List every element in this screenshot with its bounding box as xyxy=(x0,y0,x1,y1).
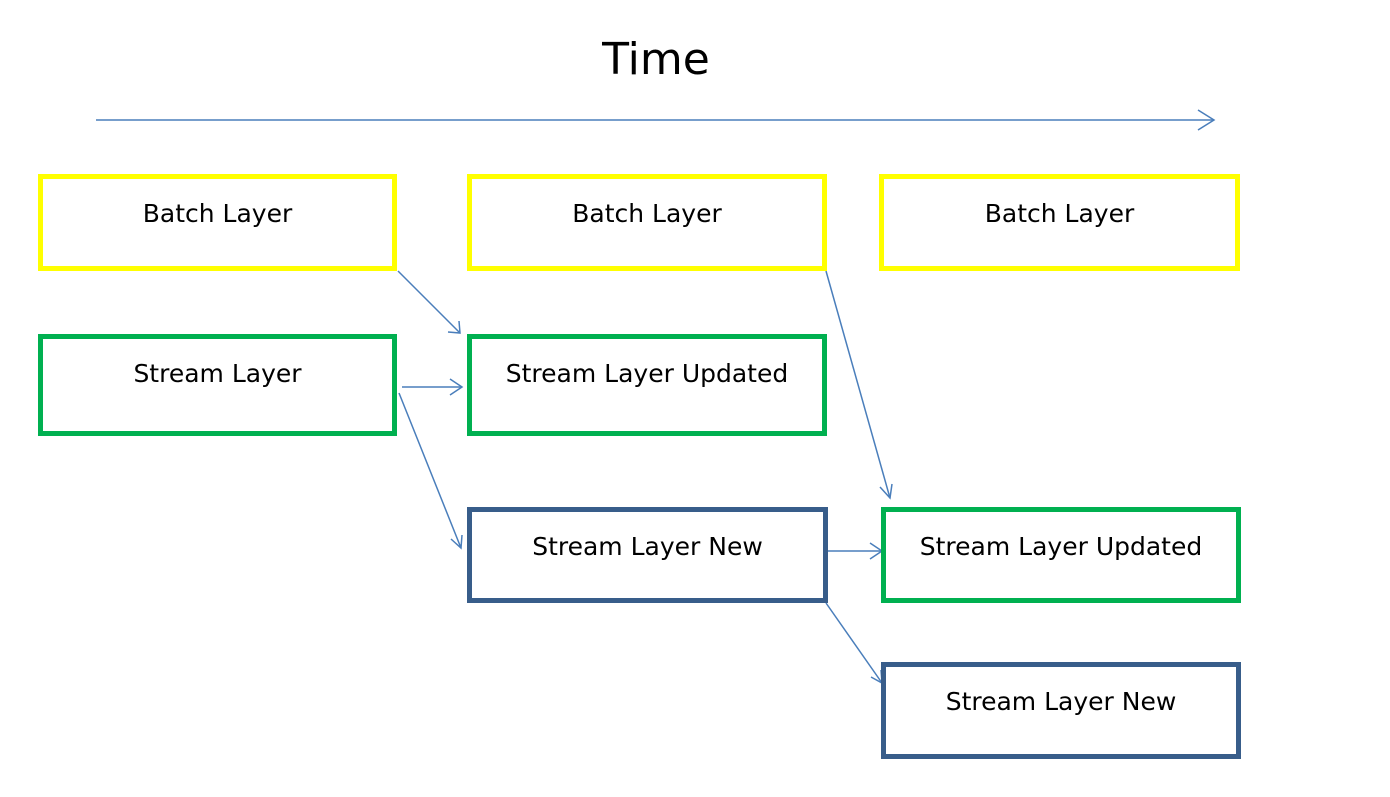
connector-batch-1-to-stream-updated-1 xyxy=(397,270,461,334)
arrowhead-stream-1-to-stream-new-1 xyxy=(450,534,463,550)
batch-layer-box-3: Batch Layer xyxy=(879,174,1240,271)
connector-stream-new-1-to-stream-new-2 xyxy=(825,602,883,684)
stream-layer-updated-box-2: Stream Layer Updated xyxy=(881,507,1241,603)
arrowhead-batch-1-to-stream-updated-1 xyxy=(447,320,461,334)
stream-layer-box: Stream Layer xyxy=(38,334,397,436)
stream-layer-new-box-1: Stream Layer New xyxy=(467,507,828,603)
batch-layer-box-2: Batch Layer xyxy=(467,174,827,271)
stream-layer-new-box-2: Stream Layer New xyxy=(881,662,1241,759)
stream-layer-updated-box-1: Stream Layer Updated xyxy=(467,334,827,436)
arrowhead-batch-2-to-stream-updated-2 xyxy=(879,483,893,500)
time-axis-arrowhead xyxy=(1197,109,1216,131)
connector-stream-1-to-stream-new-1 xyxy=(398,392,462,549)
arrowhead-stream-1-to-stream-updated-1 xyxy=(449,378,464,396)
batch-layer-box-1: Batch Layer xyxy=(38,174,397,271)
diagram-title: Time xyxy=(602,34,710,85)
connector-batch-2-to-stream-updated-2 xyxy=(825,270,891,499)
